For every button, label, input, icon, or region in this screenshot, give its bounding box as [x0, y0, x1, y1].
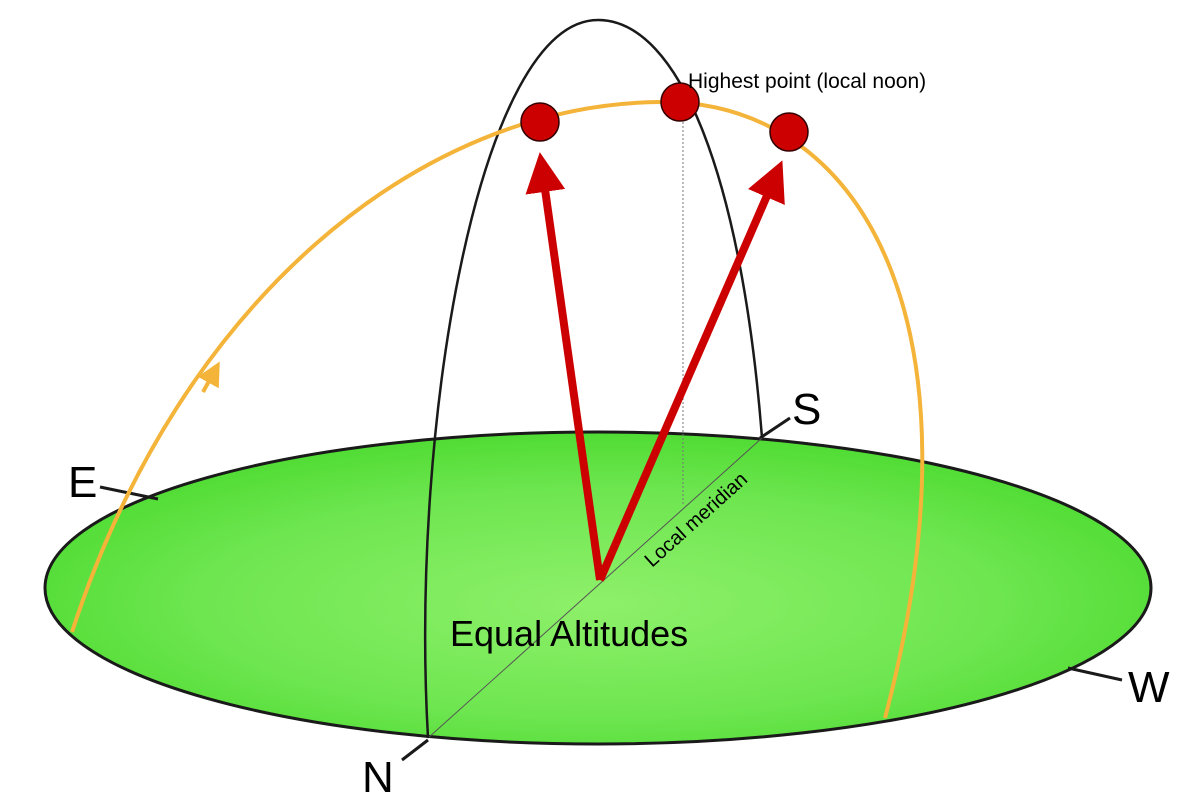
- sun-path-direction-arrow: [197, 361, 220, 393]
- highest-point-label: Highest point (local noon): [688, 70, 926, 93]
- south-label: S: [792, 385, 821, 434]
- sun-left: [520, 102, 560, 142]
- altitude-arrow-right: [596, 160, 785, 582]
- sun-right: [769, 112, 809, 152]
- altitude-arrow-left: [525, 152, 604, 581]
- west-tick: [1067, 666, 1123, 682]
- east-label: E: [68, 458, 97, 507]
- north-label: N: [362, 753, 394, 800]
- west-label: W: [1128, 663, 1170, 712]
- sun-noon: [660, 82, 700, 122]
- equal-altitudes-label: Equal Altitudes: [450, 613, 688, 654]
- north-tick: [401, 738, 429, 762]
- south-tick: [759, 416, 791, 440]
- sun-path: [70, 99, 925, 719]
- horizon-plane: [43, 430, 1153, 746]
- meridian-arc: [423, 18, 764, 739]
- local-meridian-line: [427, 437, 763, 739]
